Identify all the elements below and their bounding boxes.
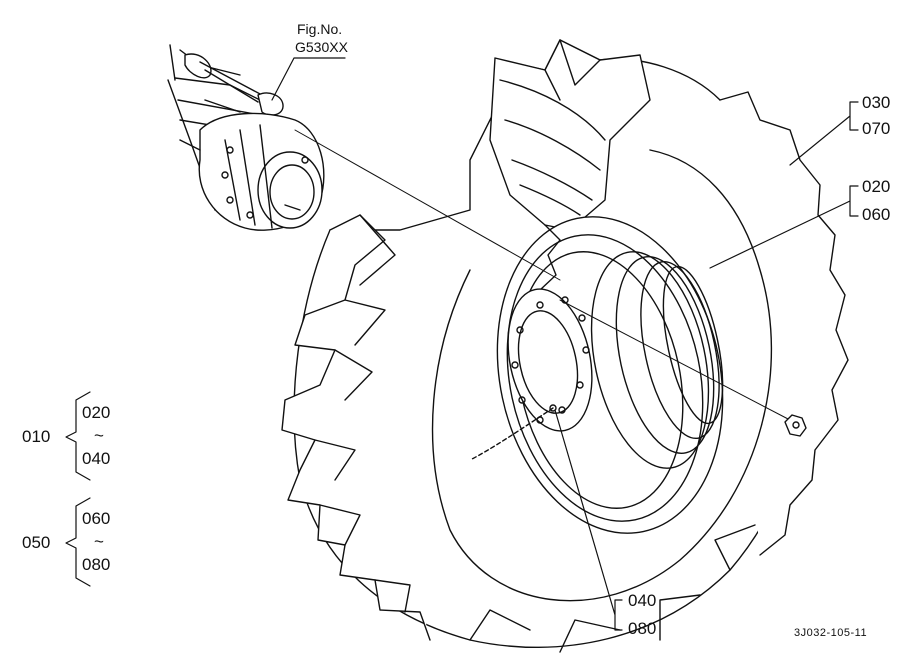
group-tilde-050: ~: [94, 532, 104, 551]
group-from-060: 060: [82, 509, 111, 528]
callout-080: 080: [628, 619, 657, 638]
fig-no-label: Fig.No.: [297, 21, 343, 37]
group-from-020: 020: [82, 403, 111, 422]
callout-070: 070: [862, 119, 891, 138]
axle-assembly: [167, 44, 791, 421]
wheel-nut: [784, 414, 807, 437]
drawing-code: 3J032-105-11: [794, 627, 868, 639]
leader-lines: [65, 57, 859, 631]
group-tilde-010: ~: [94, 426, 104, 445]
callout-060: 060: [862, 205, 891, 224]
callout-040: 040: [628, 591, 657, 610]
group-parent-010: 010: [22, 427, 51, 446]
tire-cutaway: [489, 39, 651, 231]
group-to-080: 080: [82, 555, 111, 574]
wheel-rim: [469, 216, 724, 534]
callout-030: 030: [862, 93, 891, 112]
group-parent-050: 050: [22, 533, 51, 552]
group-to-040: 040: [82, 449, 111, 468]
fig-no-value: G530XX: [295, 39, 348, 55]
callout-020: 020: [862, 177, 891, 196]
